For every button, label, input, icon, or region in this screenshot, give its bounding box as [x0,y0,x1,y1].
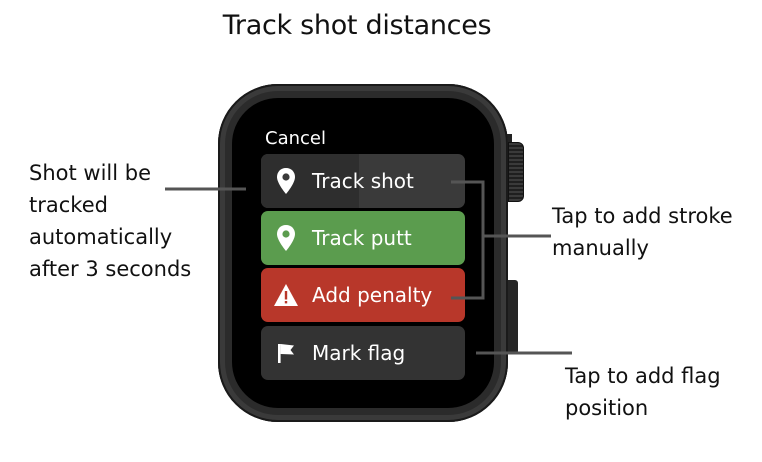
location-pin-icon [277,168,295,194]
track-shot-label: Track shot [312,169,414,193]
callout-line: after 3 seconds [29,257,192,281]
callout-line: automatically [29,225,173,249]
callout-line: Shot will be [29,161,152,185]
crown-collar [506,134,512,146]
add-stroke-bracket [451,180,485,300]
add-penalty-label: Add penalty [312,283,433,307]
flag-icon [278,344,294,363]
add-flag-callout: Tap to add flag position [565,360,755,424]
add-stroke-callout: Tap to add stroke manually [552,200,757,264]
location-pin-icon [277,225,295,251]
cancel-button[interactable]: Cancel [265,128,326,149]
callout-line: Tap to add stroke [552,204,733,228]
callout-line: manually [552,236,649,260]
warning-triangle-icon [274,284,298,306]
add-penalty-button[interactable]: Add penalty [261,268,465,322]
track-putt-label: Track putt [312,226,412,250]
side-button[interactable] [508,280,518,354]
callout-line: Tap to add flag [565,364,721,388]
auto-track-callout: Shot will be tracked automatically after… [29,157,209,285]
track-shot-button[interactable]: Track shot [261,154,465,208]
digital-crown[interactable] [508,142,524,202]
auto-track-countdown-progress [261,154,359,208]
mark-flag-button[interactable]: Mark flag [261,326,465,380]
mark-flag-label: Mark flag [312,341,406,365]
page-title: Track shot distances [222,10,492,41]
callout-line: position [565,396,649,420]
callout-line: tracked [29,193,108,217]
track-putt-button[interactable]: Track putt [261,211,465,265]
